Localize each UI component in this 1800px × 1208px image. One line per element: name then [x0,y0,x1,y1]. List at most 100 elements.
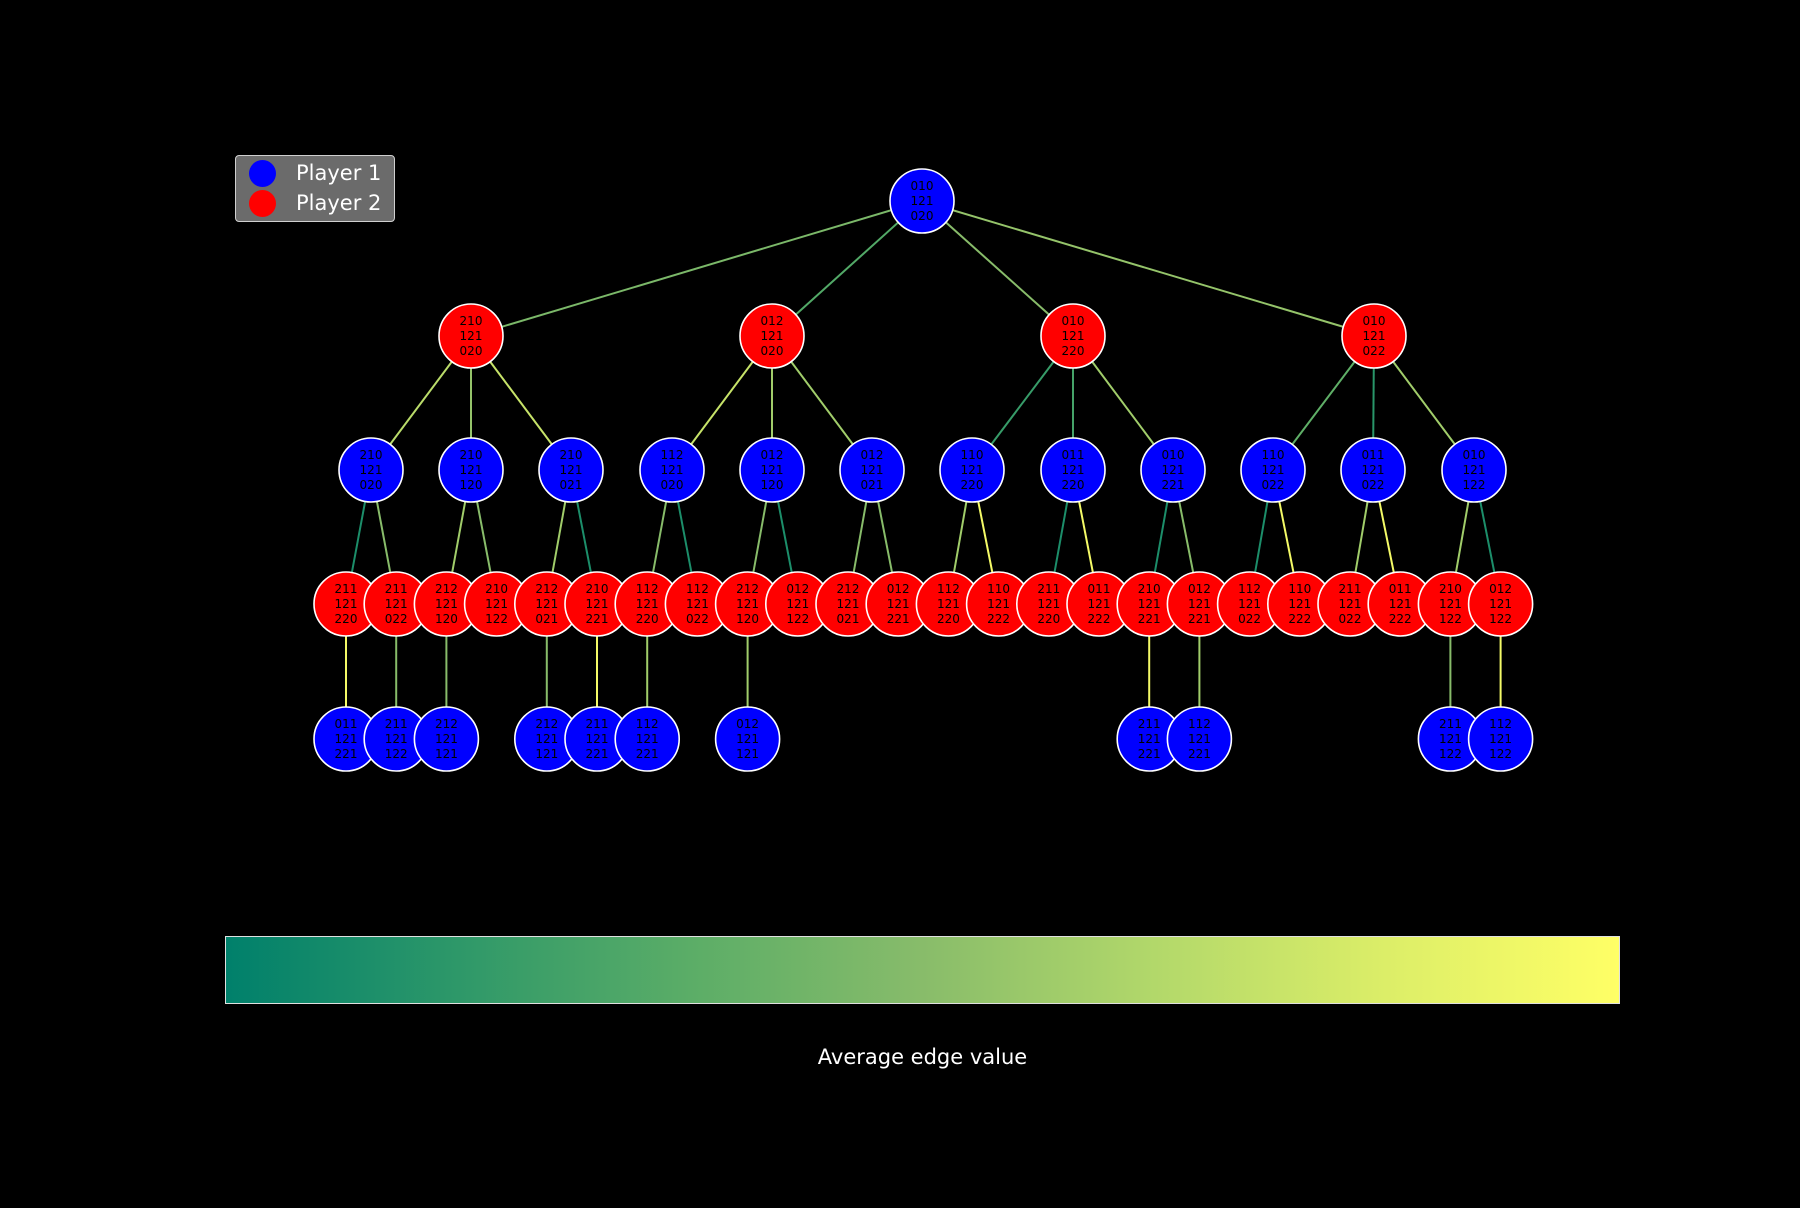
node-board-row: 220 [1037,612,1060,626]
node-board-row: 122 [1439,747,1462,761]
node-board-row: 022 [1238,612,1261,626]
node-circle [889,168,955,234]
node-board-row: 121 [1362,463,1385,477]
node-board-row: 121 [1037,597,1060,611]
node-board-row: 011 [1389,582,1412,596]
node-board-row: 121 [1062,329,1085,343]
node-board-row: 121 [385,732,408,746]
node-board-row: 110 [1262,448,1285,462]
player-2-swatch-icon [249,189,276,217]
node-board-row: 121 [435,747,458,761]
node-board-row: 220 [335,612,358,626]
node-board-row: 120 [435,612,458,626]
node-board-row: 121 [335,597,358,611]
tree-nodes: 0101210202101210200121210200101212200101… [313,168,1534,772]
node-board-row: 221 [887,612,910,626]
node-board-row: 121 [1262,463,1285,477]
tree-edge [921,200,1375,337]
node-board-row: 011 [1088,582,1111,596]
legend-label-player-1: Player 1 [296,161,382,185]
node-board-row: 010 [911,179,934,193]
node-board-row: 012 [786,582,809,596]
node-board-row: 011 [335,717,358,731]
node-board-row: 012 [761,448,784,462]
tree-edge [470,200,923,337]
node-board-row: 021 [837,612,860,626]
node-board-row: 211 [586,717,609,731]
node-board-row: 121 [435,597,458,611]
node-board-row: 122 [786,612,809,626]
node-board-row: 020 [360,478,383,492]
node-board-row: 121 [961,463,984,477]
node-circle [639,437,705,503]
node-board-row: 121 [1288,597,1311,611]
node-board-row: 121 [736,597,759,611]
node-board-row: 112 [1489,717,1512,731]
node-board-row: 121 [937,597,960,611]
tree-edge [771,200,923,337]
node-board-row: 112 [1188,717,1211,731]
node-board-row: 121 [1188,597,1211,611]
node-board-row: 122 [1463,478,1486,492]
colorbar [225,936,1620,1004]
node-board-row: 210 [1138,582,1161,596]
node-circle [939,437,1005,503]
node-board-row: 110 [987,582,1010,596]
legend-item-player-1: Player 1 [249,159,381,187]
node-board-row: 112 [937,582,960,596]
node-board-row: 221 [1138,612,1161,626]
node-board-row: 121 [736,732,759,746]
node-circle [1467,571,1534,637]
node-board-row: 222 [1288,612,1311,626]
node-circle [1166,706,1233,772]
node-board-row: 012 [736,717,759,731]
node-board-row: 110 [1288,582,1311,596]
node-board-row: 121 [1138,597,1161,611]
node-board-row: 121 [636,732,659,746]
node-board-row: 122 [1489,612,1512,626]
node-circle [739,437,805,503]
node-board-row: 211 [1339,582,1362,596]
node-board-row: 122 [1439,612,1462,626]
node-board-row: 221 [1138,747,1161,761]
node-board-row: 121 [1439,597,1462,611]
node-circle [1341,303,1407,369]
node-board-row: 221 [636,747,659,761]
node-board-row: 121 [761,463,784,477]
node-circle [839,437,905,503]
node-board-row: 112 [636,582,659,596]
node-circle [614,706,681,772]
node-board-row: 210 [460,448,483,462]
node-board-row: 220 [937,612,960,626]
node-board-row: 212 [535,582,558,596]
node-board-row: 212 [535,717,558,731]
node-board-row: 212 [435,582,458,596]
node-board-row: 020 [911,209,934,223]
node-board-row: 120 [761,478,784,492]
node-board-row: 212 [837,582,860,596]
node-board-row: 221 [586,612,609,626]
node-board-row: 121 [385,597,408,611]
node-circle [413,706,480,772]
node-board-row: 220 [961,478,984,492]
node-board-row: 121 [335,732,358,746]
node-board-row: 121 [560,463,583,477]
